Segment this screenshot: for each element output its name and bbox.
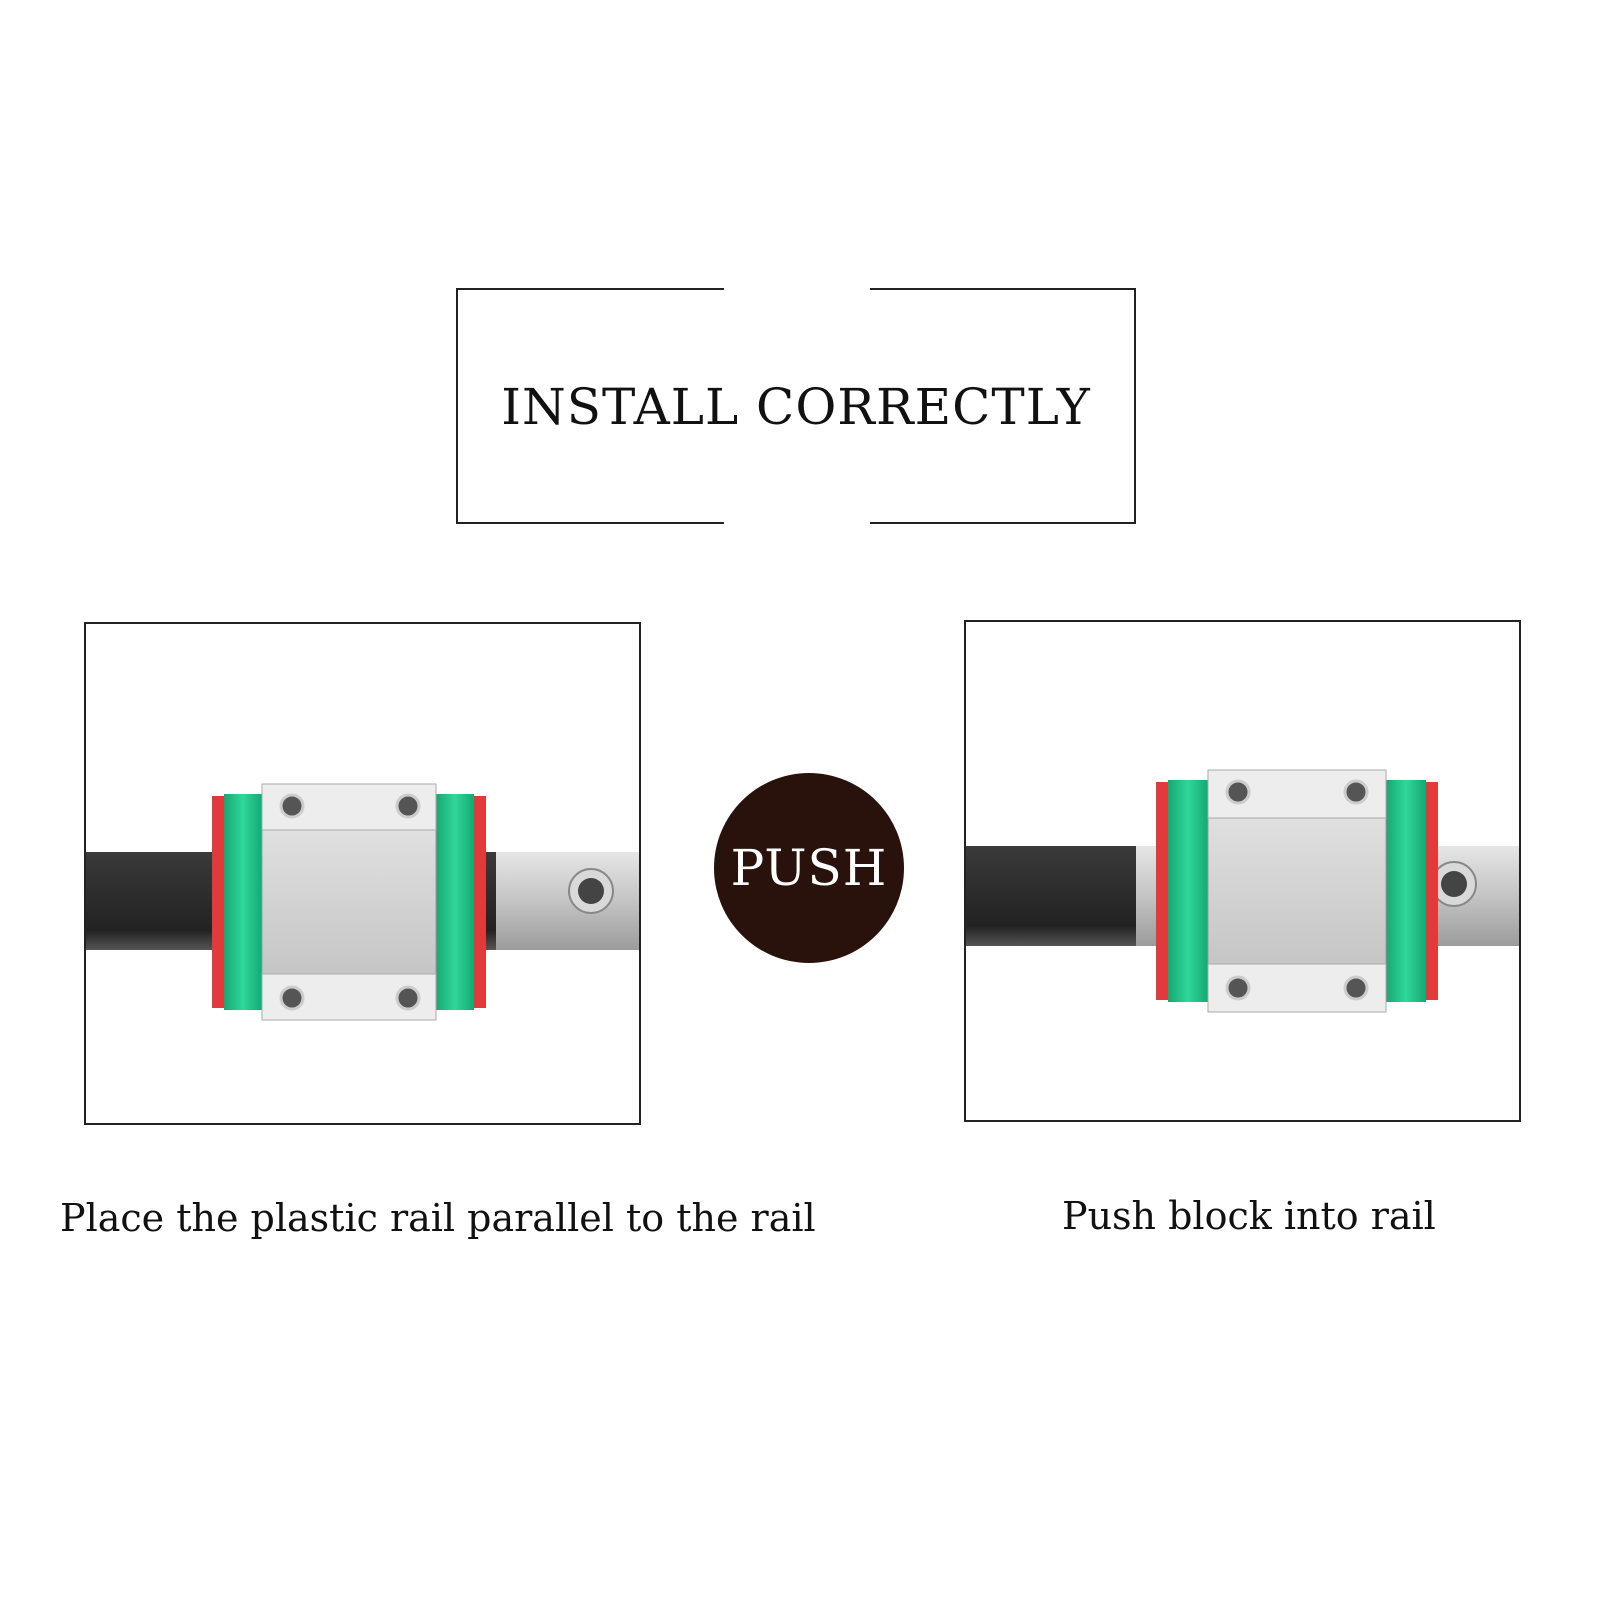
- step-2-caption: Push block into rail: [1062, 1194, 1436, 1238]
- frame-border-right: [1134, 288, 1136, 524]
- linear-guide-before-icon: [86, 783, 639, 1021]
- frame-border-bottom-left: [456, 522, 724, 524]
- linear-guide-after-icon: [966, 769, 1519, 1013]
- title-frame: INSTALL CORRECTLY: [456, 288, 1136, 524]
- frame-border-top-left: [456, 288, 724, 290]
- frame-border-bottom-right: [870, 522, 1136, 524]
- page-title: INSTALL CORRECTLY: [501, 378, 1091, 436]
- step-1-illustration: [84, 622, 641, 1125]
- step-2-illustration: [964, 620, 1521, 1122]
- frame-border-top-right: [870, 288, 1136, 290]
- frame-border-left: [456, 288, 458, 524]
- push-badge: PUSH: [714, 773, 904, 963]
- step-1-caption: Place the plastic rail parallel to the r…: [60, 1196, 816, 1240]
- push-label: PUSH: [730, 839, 888, 897]
